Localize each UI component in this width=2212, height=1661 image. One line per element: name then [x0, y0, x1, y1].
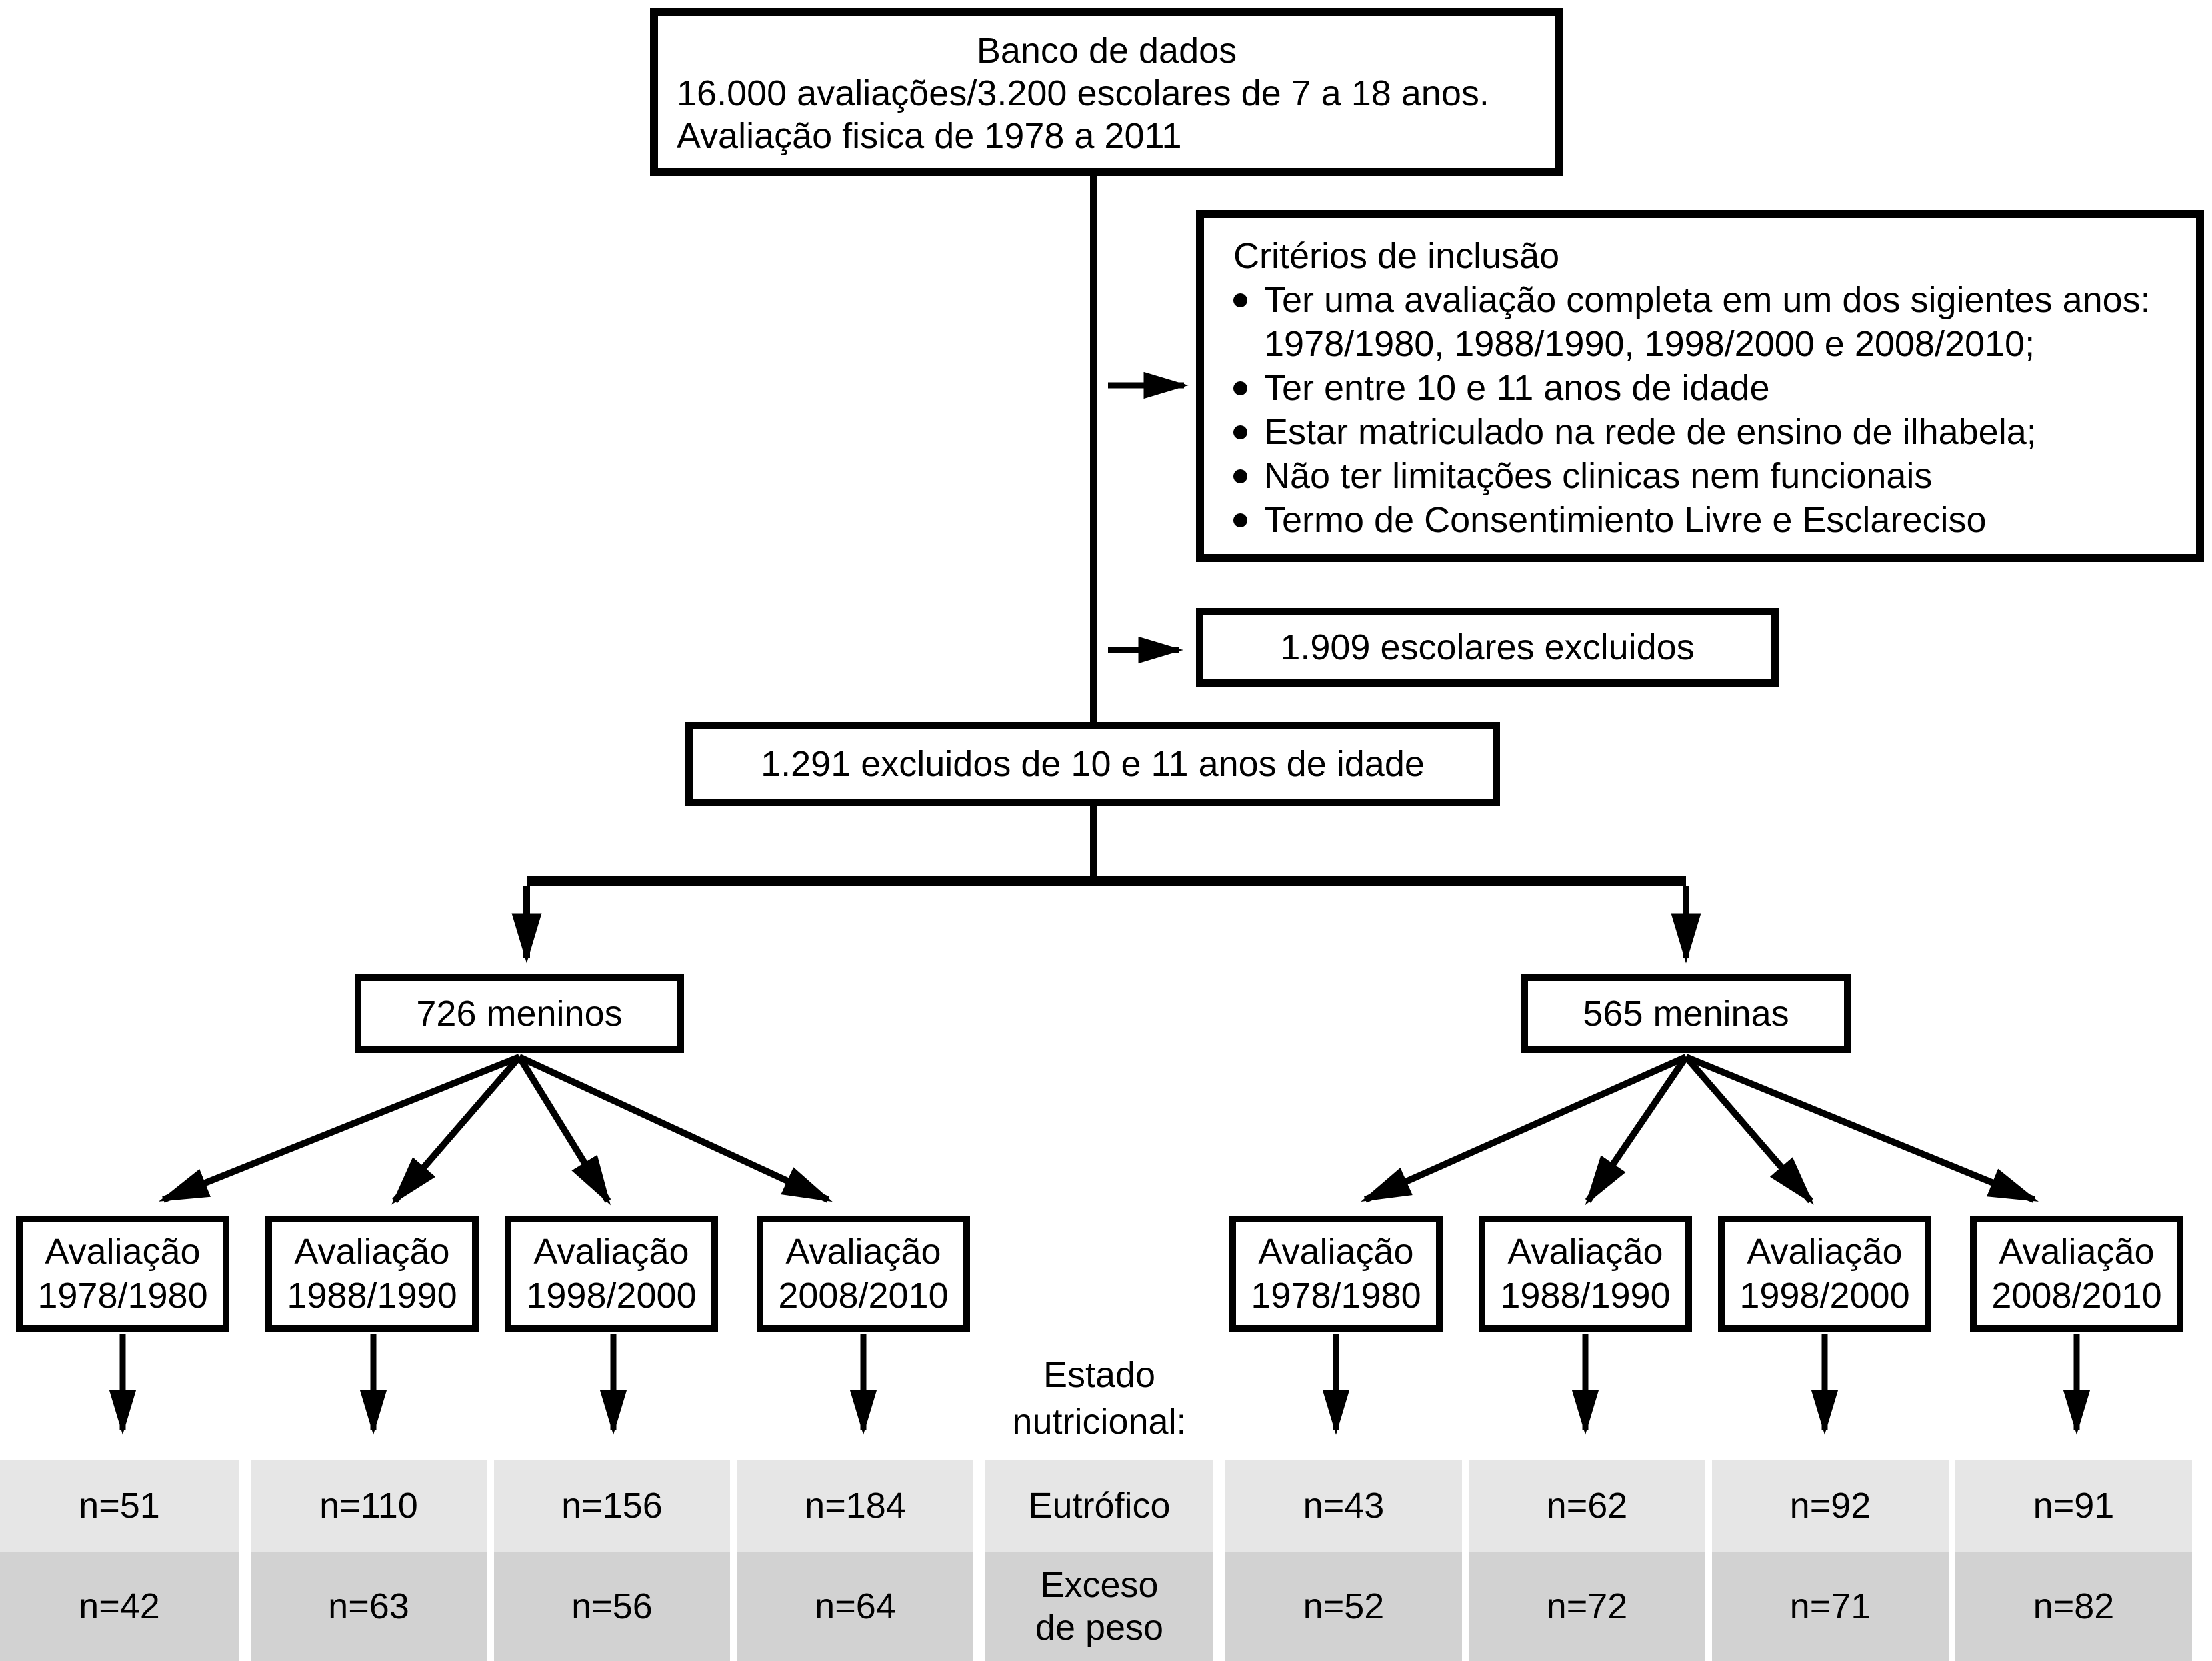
girls-label: 565 meninas — [1583, 994, 1789, 1034]
count-cell: n=110 — [251, 1460, 487, 1552]
eval-word: Avaliação — [1258, 1232, 1414, 1272]
count-cell: n=71 — [1712, 1552, 1949, 1661]
excluded-box: 1.909 escolares excluidos — [1196, 608, 1779, 687]
age-filter-box: 1.291 excluidos de 10 e 11 anos de idade — [685, 722, 1500, 806]
eval-year: 2008/2010 — [1991, 1276, 2162, 1316]
eval-word: Avaliação — [1747, 1232, 1903, 1272]
arrow-girls-eval-4 — [1685, 1054, 2039, 1203]
criteria-bullet-4: Não ter limitações clinicas nem funciona… — [1233, 454, 2184, 498]
arrow-boys-eval-2 — [391, 1054, 522, 1205]
eval-year: 2008/2010 — [778, 1276, 949, 1316]
arrow-boys-eval-1 — [159, 1054, 521, 1203]
eval-box-boys-1998: Avaliação 1998/2000 — [505, 1216, 718, 1332]
eval-word: Avaliação — [45, 1232, 201, 1272]
eval-box-boys-1978: Avaliação 1978/1980 — [16, 1216, 229, 1332]
boys-label: 726 meninos — [416, 994, 623, 1034]
count-cell: n=56 — [494, 1552, 730, 1661]
database-box: Banco de dados 16.000 avaliações/3.200 e… — [650, 8, 1563, 176]
row-label-eutrofico: Eutrófico — [985, 1460, 1213, 1552]
excluded-label: 1.909 escolares excluidos — [1280, 627, 1695, 667]
eval-year: 1978/1980 — [1251, 1276, 1421, 1316]
arrow-boys-eval-3 — [516, 1055, 611, 1206]
database-line3: Avaliação fisica de 1978 a 2011 — [677, 116, 1182, 156]
eval-word: Avaliação — [1507, 1232, 1663, 1272]
eval-box-girls-1998: Avaliação 1998/2000 — [1718, 1216, 1931, 1332]
arrow-girls-eval-1 — [1361, 1054, 1688, 1203]
count-cell: n=156 — [494, 1460, 730, 1552]
eval-box-girls-2008: Avaliação 2008/2010 — [1970, 1216, 2183, 1332]
eval-box-boys-1988: Avaliação 1988/1990 — [265, 1216, 479, 1332]
nutritional-status-header: Estado nutricional: — [1012, 1355, 1187, 1442]
database-title: Banco de dados — [976, 31, 1237, 71]
eval-year: 1998/2000 — [1739, 1276, 1910, 1316]
eval-word: Avaliação — [1999, 1232, 2155, 1272]
count-cell: n=82 — [1955, 1552, 2192, 1661]
eval-box-girls-1978: Avaliação 1978/1980 — [1229, 1216, 1443, 1332]
count-cell: n=52 — [1225, 1552, 1462, 1661]
eval-box-girls-1988: Avaliação 1988/1990 — [1479, 1216, 1692, 1332]
count-cell: n=72 — [1469, 1552, 1705, 1661]
inclusion-criteria-box: Critérios de inclusão Ter uma avaliação … — [1196, 210, 2204, 562]
eval-word: Avaliação — [785, 1232, 941, 1272]
arrow-girls-eval-3 — [1683, 1054, 1814, 1205]
boys-box: 726 meninos — [355, 974, 684, 1053]
eval-year: 1998/2000 — [526, 1276, 697, 1316]
database-line2: 16.000 avaliações/3.200 escolares de 7 a… — [677, 73, 1489, 113]
row-label-excesso: Exceso de peso — [985, 1552, 1213, 1661]
eval-word: Avaliação — [294, 1232, 450, 1272]
count-cell: n=43 — [1225, 1460, 1462, 1552]
age-filter-label: 1.291 excluidos de 10 e 11 anos de idade — [761, 744, 1425, 784]
count-cell: n=62 — [1469, 1460, 1705, 1552]
count-cell: n=91 — [1955, 1460, 2192, 1552]
criteria-title: Critérios de inclusão — [1233, 236, 1560, 276]
eval-box-boys-2008: Avaliação 2008/2010 — [757, 1216, 970, 1332]
girls-box: 565 meninas — [1521, 974, 1851, 1053]
eval-year: 1978/1980 — [37, 1276, 208, 1316]
eval-year: 1988/1990 — [287, 1276, 457, 1316]
eval-year: 1988/1990 — [1500, 1276, 1671, 1316]
row-label-excesso-text: Exceso de peso — [1035, 1565, 1164, 1648]
arrow-girls-eval-2 — [1585, 1055, 1689, 1206]
criteria-bullet-5: Termo de Consentimiento Livre e Esclarec… — [1233, 498, 2184, 542]
eval-word: Avaliação — [533, 1232, 689, 1272]
criteria-bullet-3: Estar matriculado na rede de ensino de i… — [1233, 410, 2184, 454]
count-cell: n=184 — [737, 1460, 973, 1552]
count-cell: n=63 — [251, 1552, 487, 1661]
arrow-boys-eval-4 — [517, 1054, 833, 1203]
criteria-bullet-1: Ter uma avaliação completa em um dos sig… — [1233, 278, 2184, 366]
count-cell: n=92 — [1712, 1460, 1949, 1552]
count-cell: n=51 — [0, 1460, 239, 1552]
count-cell: n=42 — [0, 1552, 239, 1661]
criteria-bullet-2: Ter entre 10 e 11 anos de idade — [1233, 366, 2184, 410]
count-cell: n=64 — [737, 1552, 973, 1661]
